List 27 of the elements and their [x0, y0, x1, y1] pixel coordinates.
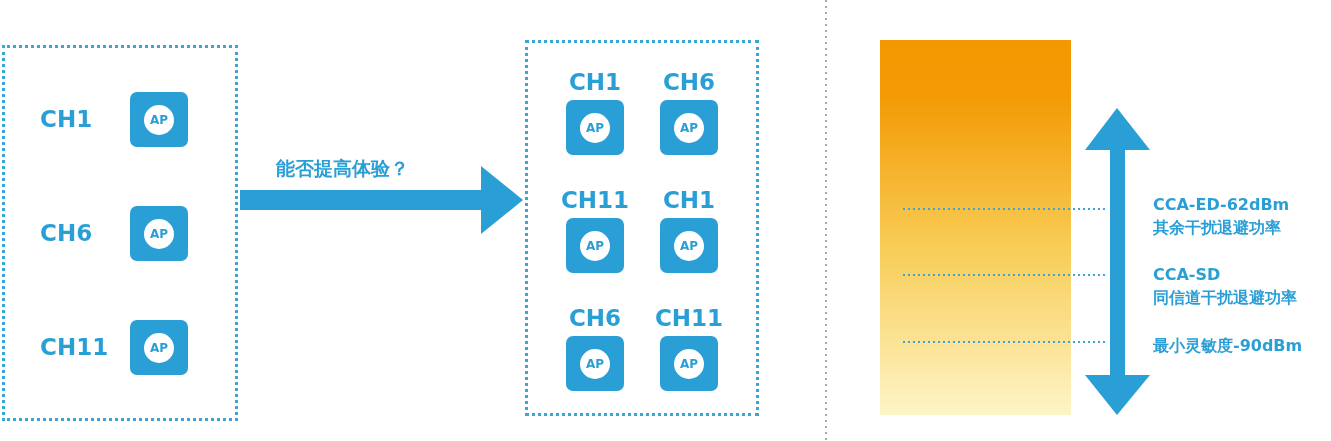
channel-label: CH1	[40, 106, 94, 132]
level-label: CCA-SD	[1153, 265, 1221, 285]
ap-badge: AP	[580, 349, 610, 379]
ap-badge: AP	[674, 349, 704, 379]
edge-label: 能否提高体验？	[276, 158, 409, 178]
level-label: 最小灵敏度-90dBm	[1153, 336, 1303, 356]
group-box	[525, 40, 759, 416]
channel-label: CH6	[567, 305, 623, 331]
channel-label: CH11	[559, 187, 631, 213]
ap-badge: AP	[144, 105, 174, 135]
level-label: CCA-ED-62dBm	[1153, 195, 1290, 215]
channel-label: CH1	[661, 187, 717, 213]
channel-label: CH6	[661, 69, 717, 95]
group-box	[2, 45, 238, 421]
level-label: 同信道干扰退避功率	[1153, 288, 1297, 308]
channel-label: CH11	[653, 305, 725, 331]
channel-label: CH6	[40, 220, 94, 246]
ap-badge: AP	[580, 113, 610, 143]
level-label: 其余干扰退避功率	[1153, 218, 1281, 238]
arrow	[240, 166, 523, 234]
ap-badge: AP	[674, 113, 704, 143]
channel-label: CH11	[40, 334, 110, 360]
ap-badge: AP	[674, 231, 704, 261]
ap-badge: AP	[144, 333, 174, 363]
ap-badge: AP	[580, 231, 610, 261]
ap-badge: AP	[144, 219, 174, 249]
channel-label: CH1	[567, 69, 623, 95]
